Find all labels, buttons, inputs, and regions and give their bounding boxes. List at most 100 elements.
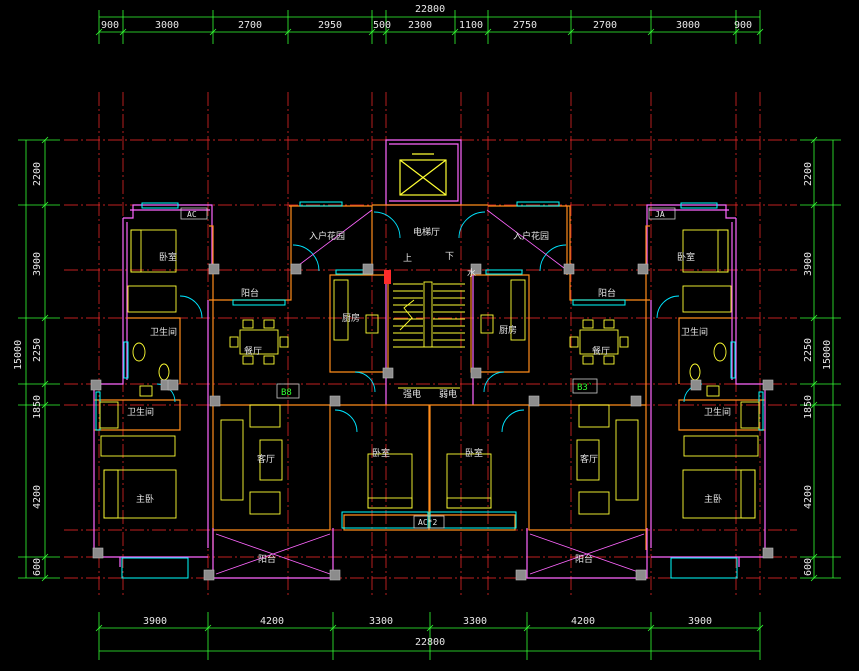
tag-labels: AC JA B8 B3` AC*2: [187, 210, 665, 527]
right-dim: 600: [803, 558, 814, 576]
column: [362, 263, 374, 275]
column: [470, 263, 482, 275]
room-label-entry-garden-right: 入户花园: [513, 230, 549, 242]
right-dim: 3900: [803, 252, 814, 276]
top-dim: 2700: [593, 20, 617, 31]
room-label-kitchen: 厨房: [342, 312, 360, 324]
column: [690, 379, 702, 391]
room-label-bathroom-lower-right: 卫生间: [704, 406, 731, 418]
column: [635, 569, 647, 581]
tag-b3: B3`: [577, 382, 593, 393]
top-dim: 2300: [408, 20, 432, 31]
left-dim: 2200: [32, 162, 43, 186]
column: [563, 263, 575, 275]
bottom-dim: 3900: [143, 616, 167, 627]
room-label-entry-garden: 入户花园: [309, 230, 345, 242]
column: [637, 263, 649, 275]
column: [92, 547, 104, 559]
room-label-bedroom-mid-right: 卧室: [465, 447, 483, 459]
dimension-lines: [18, 10, 841, 660]
room-label-weak-power: 弱电: [439, 388, 457, 400]
room-label-balcony: 阳台: [241, 287, 259, 299]
right-dim: 1850: [803, 395, 814, 419]
room-labels: 卧室 入户花园 电梯厅 上 下 水 入户花园 卧室 阳台 阳台 厨房 厨房 卫生…: [127, 226, 731, 565]
column: [90, 379, 102, 391]
column: [209, 395, 221, 407]
top-dim: 1100: [459, 20, 483, 31]
top-dim: 3000: [155, 20, 179, 31]
room-label-strong-power: 强电: [403, 388, 421, 400]
column: [203, 569, 215, 581]
left-dim: 1850: [32, 395, 43, 419]
room-label-bathroom: 卫生间: [150, 326, 177, 338]
top-dim: 500: [373, 20, 391, 31]
staircase: [393, 281, 465, 389]
left-dim: 2250: [32, 338, 43, 362]
tag-b8: B8: [281, 388, 292, 398]
room-label-balcony-bottom: 阳台: [258, 553, 276, 565]
room-label-down: 下: [445, 252, 454, 262]
column: [762, 547, 774, 559]
room-label-master: 主卧: [136, 493, 154, 505]
door-swings: [156, 211, 703, 433]
room-label-bedroom-mid: 卧室: [372, 447, 390, 459]
bottom-dim: 3900: [688, 616, 712, 627]
top-dim: 900: [734, 20, 752, 31]
room-label-bathroom-right: 卫生间: [681, 326, 708, 338]
room-label-living-right: 客厅: [580, 453, 598, 465]
bottom-dim: 3300: [369, 616, 393, 627]
elevator-shaft: [399, 153, 447, 196]
room-label-bedroom: 卧室: [159, 251, 177, 263]
room-label-elevator-hall: 电梯厅: [413, 226, 440, 238]
right-total-dim: 15000: [822, 340, 833, 370]
room-label-bathroom-lower: 卫生间: [127, 406, 154, 418]
room-label-kitchen-right: 厨房: [499, 324, 517, 336]
column: [528, 395, 540, 407]
column: [329, 395, 341, 407]
left-total-dim: 15000: [13, 340, 24, 370]
column: [515, 569, 527, 581]
left-dim: 3900: [32, 252, 43, 276]
room-label-balcony-bottom-right: 阳台: [575, 553, 593, 565]
column: [208, 263, 220, 275]
stair-arrow: [399, 299, 415, 331]
room-label-up: 上: [403, 253, 412, 264]
bottom-total-dim: 22800: [415, 637, 445, 648]
top-dim: 2950: [318, 20, 342, 31]
left-dim: 600: [32, 558, 43, 576]
bottom-dim: 4200: [571, 616, 595, 627]
tag-boxes: [180, 207, 676, 529]
column: [762, 379, 774, 391]
bottom-dim: 4200: [260, 616, 284, 627]
tag-ja: JA: [655, 210, 665, 219]
room-label-master-right: 主卧: [704, 493, 722, 505]
columns: [90, 263, 774, 581]
furniture: [99, 229, 760, 519]
room-label-dining: 餐厅: [244, 345, 262, 357]
room-label-water: 水: [467, 267, 476, 279]
column: [470, 367, 482, 379]
top-dim: 2750: [513, 20, 537, 31]
top-dim: 2700: [238, 20, 262, 31]
top-dim: 3000: [676, 20, 700, 31]
room-label-balcony-right: 阳台: [598, 287, 616, 299]
bottom-dim: 3300: [463, 616, 487, 627]
left-dim: 4200: [32, 485, 43, 509]
shaft-marker: [384, 270, 391, 284]
room-label-dining-right: 餐厅: [592, 345, 610, 357]
tag-ac: AC: [187, 210, 197, 219]
right-dim: 2200: [803, 162, 814, 186]
right-dim: 4200: [803, 485, 814, 509]
column: [167, 379, 179, 391]
right-dim: 2250: [803, 338, 814, 362]
column: [290, 263, 302, 275]
tag-ac2: AC*2: [418, 518, 437, 527]
top-dim: 900: [101, 20, 119, 31]
column: [382, 367, 394, 379]
column: [630, 395, 642, 407]
top-total-dim: 22800: [415, 4, 445, 15]
opening-diagonals: [215, 209, 645, 575]
column: [329, 569, 341, 581]
walls: [93, 139, 766, 579]
